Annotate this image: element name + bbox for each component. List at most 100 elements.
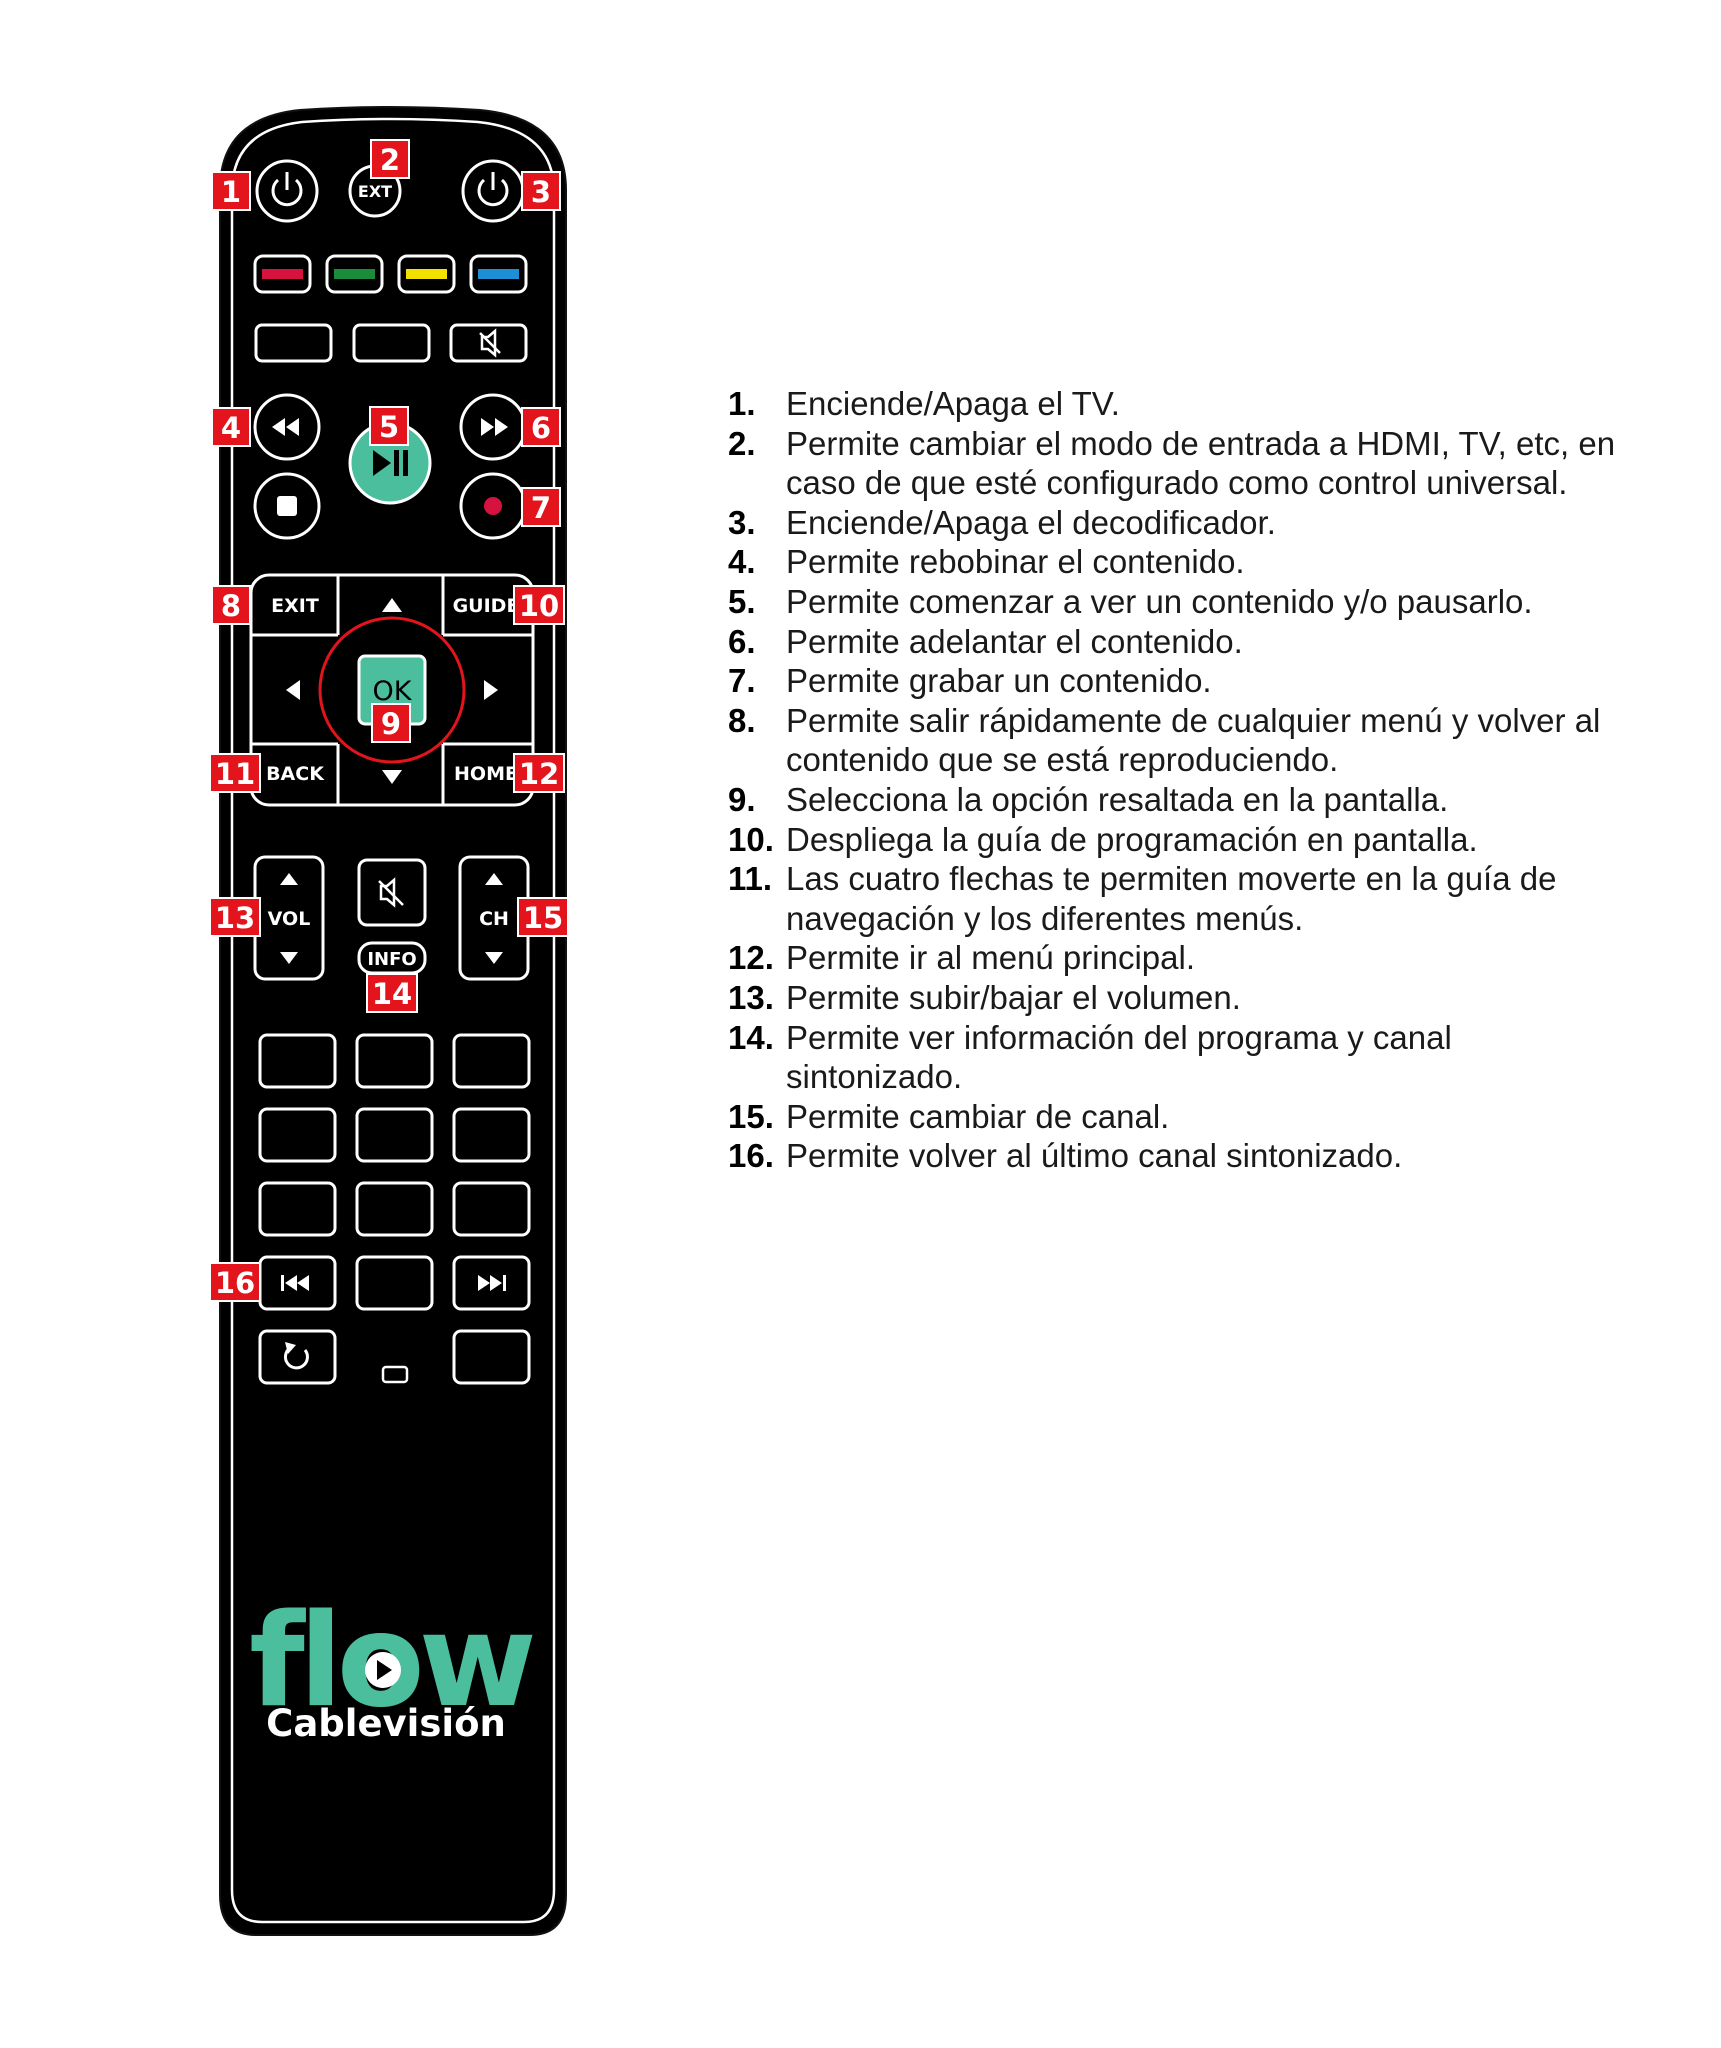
legend-number: 6. xyxy=(728,622,756,660)
down-arrow-icon[interactable] xyxy=(382,770,402,784)
tv-power-button[interactable] xyxy=(255,159,319,223)
legend-text: Permite cambiar de canal. xyxy=(786,1097,1170,1135)
svg-text:5: 5 xyxy=(379,410,399,444)
number-key[interactable] xyxy=(452,1107,531,1163)
legend-item: 6.Permite adelantar el contenido. xyxy=(728,622,1628,662)
legend-text: Permite comenzar a ver un contenido y/o … xyxy=(786,582,1533,620)
svg-text:15: 15 xyxy=(523,901,563,935)
number-key[interactable] xyxy=(258,1181,337,1237)
callout-8: 8 xyxy=(211,585,251,625)
legend-text: Permite ir al menú principal. xyxy=(786,939,1195,977)
skip-forward-button[interactable] xyxy=(452,1255,531,1311)
record-button[interactable] xyxy=(459,472,527,540)
legend-item: 2.Permite cambiar el modo de entrada a H… xyxy=(728,424,1628,503)
number-key[interactable] xyxy=(258,1033,337,1089)
svg-text:7: 7 xyxy=(531,491,551,525)
blank-key[interactable] xyxy=(452,1329,531,1385)
right-arrow-icon[interactable] xyxy=(484,680,498,700)
volume-down-icon xyxy=(280,952,298,964)
guide-button[interactable]: GUIDE xyxy=(453,595,520,617)
home-button[interactable]: HOME xyxy=(454,763,518,785)
logo-name: Cablevisión xyxy=(266,1702,506,1745)
channel-up-icon xyxy=(485,873,503,885)
svg-text:12: 12 xyxy=(519,757,559,791)
rewind-button[interactable] xyxy=(253,393,321,461)
callout-7: 7 xyxy=(521,487,561,527)
legend-text: Permite ver información del programa y c… xyxy=(786,1018,1452,1096)
number-key[interactable] xyxy=(452,1033,531,1089)
mute-button-top[interactable] xyxy=(449,323,528,363)
callout-13: 13 xyxy=(209,897,261,937)
remote-control-diagram: EXT xyxy=(209,106,569,1936)
callout-11: 11 xyxy=(209,753,261,793)
legend-item: 7. Permite grabar un contenido. xyxy=(728,661,1628,701)
blank-key[interactable] xyxy=(352,323,431,363)
legend-text: Permite rebobinar el contenido. xyxy=(786,543,1245,581)
svg-text:1: 1 xyxy=(221,175,241,209)
replay-button[interactable] xyxy=(258,1329,337,1385)
svg-text:9: 9 xyxy=(381,707,401,741)
stb-power-button[interactable] xyxy=(461,159,525,223)
volume-rocker[interactable]: VOL xyxy=(253,855,325,981)
replay-icon xyxy=(283,1342,309,1370)
exit-button[interactable]: EXIT xyxy=(271,595,319,617)
info-button[interactable]: INFO xyxy=(357,941,427,975)
callout-1: 1 xyxy=(211,171,251,211)
blank-key[interactable] xyxy=(254,323,333,363)
number-key[interactable] xyxy=(355,1033,434,1089)
legend-item: 9.Selecciona la opción resaltada en la p… xyxy=(728,780,1628,820)
legend-item: 3.Enciende/Apaga el decodificador. xyxy=(728,503,1628,543)
volume-up-icon xyxy=(280,873,298,885)
svg-text:10: 10 xyxy=(519,589,559,623)
small-key[interactable] xyxy=(381,1365,409,1384)
back-button[interactable]: BACK xyxy=(266,763,325,785)
power-icon xyxy=(477,178,509,207)
callout-6: 6 xyxy=(521,407,561,447)
left-arrow-icon[interactable] xyxy=(286,680,300,700)
number-key[interactable] xyxy=(452,1181,531,1237)
svg-text:2: 2 xyxy=(380,143,400,177)
skip-back-icon xyxy=(281,1275,309,1291)
svg-text:6: 6 xyxy=(531,411,551,445)
mute-icon xyxy=(378,877,404,908)
power-icon xyxy=(271,178,303,207)
callout-10: 10 xyxy=(513,585,565,625)
svg-text:16: 16 xyxy=(215,1266,255,1300)
yellow-button[interactable] xyxy=(397,254,456,294)
svg-text:13: 13 xyxy=(215,901,255,935)
callouts: 1 2 3 4 5 6 7 8 9 10 11 12 13 14 15 16 xyxy=(209,139,569,1302)
play-pause-icon xyxy=(373,450,408,476)
legend-text: Permite salir rápidamente de cualquier m… xyxy=(786,701,1601,779)
callout-16: 16 xyxy=(209,1262,261,1302)
number-key[interactable] xyxy=(355,1107,434,1163)
legend-number: 11. xyxy=(728,860,773,898)
legend-number: 8. xyxy=(728,701,756,739)
green-button[interactable] xyxy=(325,254,384,294)
legend-number: 13. xyxy=(728,978,774,1016)
legend-number: 1. xyxy=(728,385,756,422)
fast-forward-button[interactable] xyxy=(459,393,527,461)
number-key[interactable] xyxy=(355,1255,434,1311)
legend-item: 1.Enciende/Apaga el TV. xyxy=(728,384,1628,424)
rewind-icon xyxy=(272,418,299,436)
blue-button[interactable] xyxy=(469,254,528,294)
legend-number: 7. xyxy=(728,662,756,700)
red-button[interactable] xyxy=(253,254,312,294)
number-key[interactable] xyxy=(355,1181,434,1237)
up-arrow-icon[interactable] xyxy=(382,598,402,612)
legend-item: 10.Despliega la guía de programación en … xyxy=(728,820,1628,860)
legend-text: Enciende/Apaga el decodificador. xyxy=(786,503,1276,541)
legend-text: Despliega la guía de programación en pan… xyxy=(786,820,1478,858)
mute-button[interactable] xyxy=(357,858,427,927)
record-icon xyxy=(484,497,502,515)
callout-15: 15 xyxy=(517,897,569,937)
legend-text: Permite subir/bajar el volumen. xyxy=(786,978,1241,1016)
exit-label: EXIT xyxy=(271,595,319,617)
number-key[interactable] xyxy=(258,1107,337,1163)
legend-item: 14.Permite ver información del programa … xyxy=(728,1018,1628,1097)
stop-button[interactable] xyxy=(253,472,321,540)
legend-text: Permite volver al último canal sintoniza… xyxy=(786,1137,1403,1175)
legend-item: 13. Permite subir/bajar el volumen. xyxy=(728,978,1628,1018)
legend-text: Permite grabar un contenido. xyxy=(786,662,1212,700)
last-channel-button[interactable] xyxy=(258,1255,337,1311)
